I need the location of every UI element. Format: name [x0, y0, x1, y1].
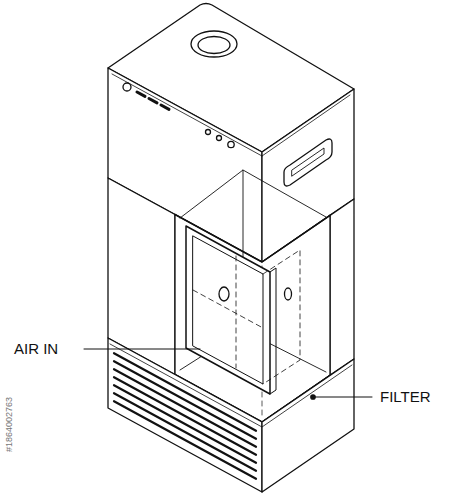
base-seam	[110, 344, 352, 427]
watermark: #1864002763	[4, 397, 15, 452]
leader-line	[84, 349, 200, 350]
air-outlet-inner	[198, 37, 230, 54]
indicator	[228, 141, 234, 147]
filter-hidden-lines	[263, 250, 300, 384]
grille-slat	[114, 385, 256, 462]
filter-hole	[219, 287, 229, 301]
interior-back-wall	[243, 170, 326, 217]
air-outlet	[191, 31, 237, 57]
handle	[284, 139, 332, 186]
top-edge-bevel	[262, 95, 350, 156]
filter-hidden-lines	[193, 256, 263, 368]
grille-slat	[114, 361, 256, 438]
grille-slat	[114, 393, 256, 470]
indicator	[217, 136, 222, 141]
filter-hole	[285, 288, 292, 300]
top-edge-bevel	[112, 74, 262, 156]
leader-line	[314, 397, 372, 398]
grille-slat	[114, 369, 256, 446]
grille-slat	[114, 401, 256, 478]
filter-edge	[270, 268, 276, 394]
power-button	[123, 83, 131, 91]
base-right-face	[262, 359, 354, 492]
filter-media	[193, 236, 263, 384]
leader-dot	[311, 395, 315, 399]
control-buttons	[137, 92, 169, 109]
base-left-face	[108, 338, 262, 492]
grille-slat	[114, 353, 256, 430]
handle-grip	[292, 148, 324, 176]
indicator	[206, 130, 211, 135]
filter-frame	[186, 226, 270, 394]
callout-label: FILTER	[380, 388, 431, 406]
air-inlet-grille	[114, 353, 256, 478]
callout-label: AIR IN	[14, 340, 58, 358]
body-right-face	[330, 199, 354, 375]
grille-slat	[114, 377, 256, 454]
